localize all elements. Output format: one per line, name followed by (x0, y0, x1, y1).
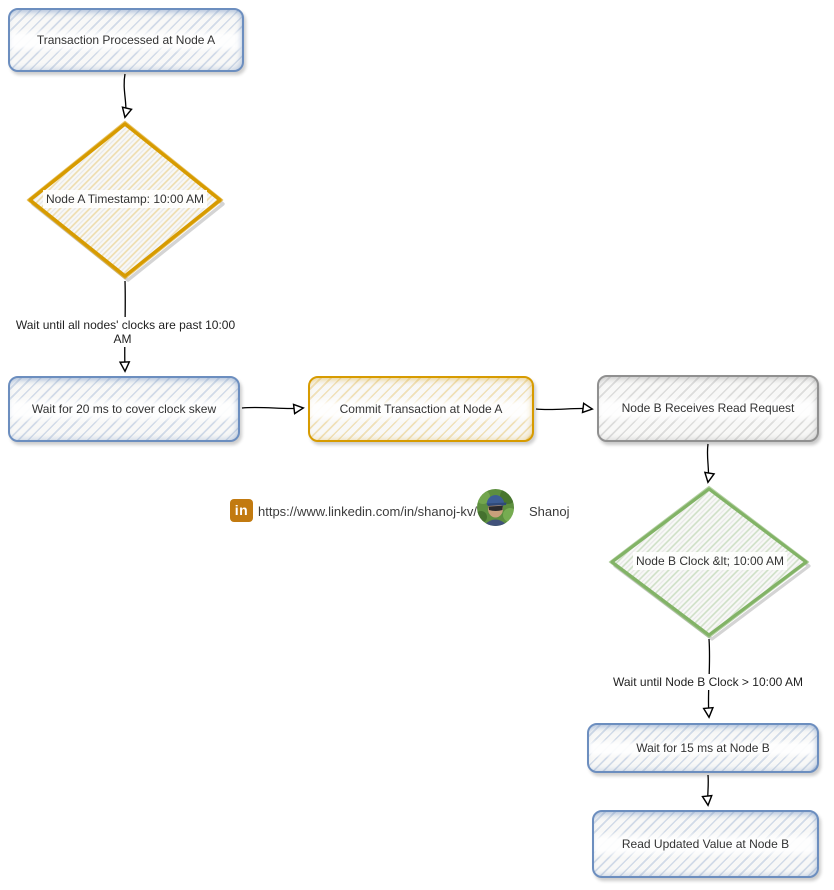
diamond-node-a-timestamp-overdraw (26, 120, 224, 280)
diamond-node-b-clock-overdraw (608, 485, 810, 639)
linkedin-url[interactable]: https://www.linkedin.com/in/shanoj-kv/ (258, 504, 477, 519)
node-transaction-processed: Transaction Processed at Node A (8, 8, 244, 72)
node-commit-transaction: Commit Transaction at Node A (308, 376, 534, 442)
diamond-label-node-b-clock: Node B Clock &lt; 10:00 AM (612, 552, 808, 570)
arrow-transaction-to-timestamp (124, 73, 126, 117)
arrow-wait20-to-commit (241, 407, 303, 408)
arrow-commit-to-nodeb (535, 408, 592, 409)
author-name: Shanoj (529, 504, 570, 519)
diamond-label-node-a-timestamp: Node A Timestamp: 10:00 AM (30, 190, 220, 208)
node-label: Read Updated Value at Node B (621, 836, 790, 851)
node-label: Wait for 15 ms at Node B (636, 740, 770, 755)
node-read-updated-value: Read Updated Value at Node B (592, 810, 819, 878)
node-label: Transaction Processed at Node A (36, 32, 216, 47)
node-label: Wait for 20 ms to cover clock skew (31, 401, 217, 416)
linkedin-icon: in (230, 499, 253, 522)
node-label: Commit Transaction at Node A (339, 401, 503, 416)
node-b-receives-request: Node B Receives Read Request (597, 375, 819, 442)
avatar (477, 489, 514, 526)
node-wait-20ms: Wait for 20 ms to cover clock skew (8, 376, 240, 442)
edge-label-wait-until-clocks-past: Wait until all nodes' clocks are past 10… (2, 317, 246, 347)
node-wait-15ms: Wait for 15 ms at Node B (587, 723, 819, 773)
arrow-wait15-to-read (708, 774, 709, 805)
edge-label-wait-until-nodeb-clock: Wait until Node B Clock > 10:00 AM (598, 674, 818, 690)
arrow-nodeb-to-clock (707, 443, 708, 482)
node-label: Node B Receives Read Request (621, 401, 795, 416)
